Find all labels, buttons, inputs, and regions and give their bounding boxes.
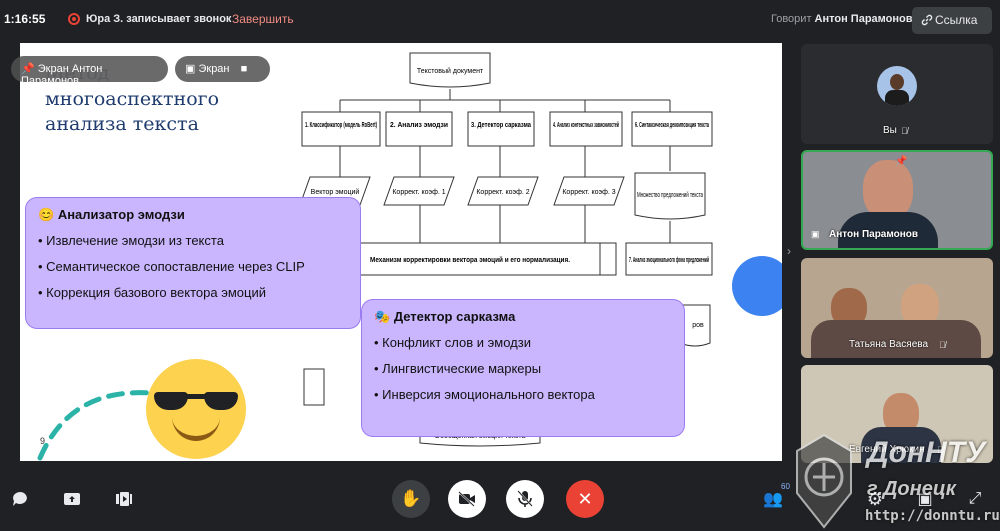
top-bar: 1:16:55 Юра З. записывает звонок Заверши… — [0, 0, 1000, 40]
pin-icon: 📌 — [895, 156, 908, 167]
chat-icon[interactable] — [7, 486, 33, 512]
diagram-box-7-label: 7. Анализ эмоционального фона предложени… — [629, 256, 709, 264]
participants-icon[interactable]: 👥 — [763, 491, 783, 508]
dashed-arc-decoration — [37, 390, 153, 461]
screen-owner-chip[interactable]: 📌 Экран Антон Парамонов — [11, 56, 168, 87]
watermark-title: ДонНТУ — [867, 436, 986, 469]
link-label: Ссылка — [935, 13, 978, 27]
decorative-circle — [732, 256, 782, 316]
sarcasm-detector-card: 🎭 Детектор сарказма Конфликт слов и эмод… — [361, 299, 685, 437]
university-emblem-icon — [796, 433, 852, 529]
screen-chip[interactable]: ▣ Экран ■ — [175, 56, 270, 82]
watermark-city: г.Донецк — [867, 478, 956, 500]
participants-count: 60 — [781, 482, 790, 491]
participant-video — [863, 160, 913, 220]
close-icon: ✕ — [577, 488, 593, 509]
slide-page-number: 9 — [40, 436, 46, 446]
screen-label: Экран — [198, 63, 230, 75]
diagram-box-4-label: 4. Анализ контекстных зависимостей — [553, 121, 619, 129]
mic-off-icon: 🎙̸ — [901, 126, 908, 136]
diagram-output-1: Вектор эмоций — [311, 188, 360, 196]
fullscreen-icon[interactable]: ⤢ — [968, 490, 982, 507]
layout-icon[interactable]: ▣ — [917, 491, 933, 508]
mic-off-icon: 🎙̸ — [939, 340, 946, 350]
active-speaker: Говорит Антон Парамонов — [771, 13, 913, 25]
list-item: Коррекция базового вектора эмоций — [38, 285, 348, 300]
copy-link-button[interactable]: Ссылка — [912, 7, 992, 34]
settings-gear-icon[interactable]: ⚙ — [866, 488, 884, 509]
mic-toggle-button[interactable] — [506, 480, 544, 518]
participant-tile-self[interactable]: Вы 🎙̸ — [801, 44, 993, 144]
emoji-analyzer-card: 😊 Анализатор эмодзи Извлечение эмодзи из… — [25, 197, 361, 329]
diagram-box-2 — [385, 111, 453, 147]
list-item: Семантическое сопоставление через CLIP — [38, 259, 348, 274]
participant-name: Антон Парамонов — [829, 229, 919, 240]
present-icon[interactable] — [111, 486, 137, 512]
camera-toggle-button[interactable] — [448, 480, 486, 518]
diagram-box-6 — [631, 111, 713, 147]
speaker-name: Антон Парамонов — [814, 13, 913, 25]
avatar — [877, 66, 917, 106]
leave-call-button[interactable]: ✕ — [566, 480, 604, 518]
raise-hand-button[interactable]: ✋ — [392, 480, 430, 518]
emoji-analyzer-title-text: Анализатор эмодзи — [57, 207, 185, 222]
participant-name: Вы — [883, 125, 897, 136]
diagram-box-1-label: 1. Классификатор (модель RoBert) — [305, 122, 377, 129]
diagram-mechanism-label: Механизм корректировки вектора эмоций и … — [370, 256, 570, 264]
link-icon — [921, 14, 933, 26]
stop-recording-button[interactable]: Завершить — [232, 12, 294, 26]
speaking-prefix: Говорит — [771, 13, 812, 25]
diagram-box-7 — [625, 242, 713, 276]
smile-emoji-icon: 😊 — [38, 207, 55, 222]
screen-owner-label: Экран Антон Парамонов — [21, 63, 103, 87]
diagram-output-2: Коррект. коэф. 1 — [392, 189, 445, 196]
mic-off-icon: 🎙̸ — [937, 445, 944, 455]
share-screen-icon[interactable] — [59, 486, 85, 512]
sunglasses-emoji-icon — [146, 359, 246, 459]
screen-share-icon: ▣ — [185, 63, 196, 75]
diagram-box-4 — [549, 111, 623, 147]
list-item: Извлечение эмодзи из текста — [38, 233, 348, 248]
diagram-output-5: Множество предложений текста — [637, 191, 703, 199]
masks-emoji-icon: 🎭 — [374, 309, 391, 324]
collapse-panel-chevron-icon[interactable]: › — [787, 244, 791, 258]
list-item: Лингвистические маркеры — [374, 361, 672, 376]
camera-off-icon — [458, 491, 475, 507]
diagram-box-3 — [467, 111, 535, 147]
camera-icon: ■ — [240, 63, 248, 75]
emoji-analyzer-list: Извлечение эмодзи из текста Семантическо… — [38, 233, 348, 300]
diagram-partial-label: ров — [692, 322, 704, 329]
hand-icon: ✋ — [400, 489, 422, 508]
donntu-watermark: ДонНТУ г.Донецк http://donntu.ru — [785, 430, 1000, 531]
sarcasm-detector-title-text: Детектор сарказма — [393, 309, 516, 324]
diagram-box-2-label: 2. Анализ эмодзи — [390, 122, 448, 129]
recording-icon — [68, 13, 80, 25]
mic-off-icon — [517, 490, 533, 507]
diagram-box-3-label: 3. Детектор сарказма — [471, 122, 531, 129]
diagram-top-doc — [409, 52, 491, 88]
diagram-output-4: Коррект. коэф. 3 — [562, 189, 615, 196]
diagram-box-6-label: 6. Синтаксическая декомпозиция текста — [635, 122, 709, 129]
sarcasm-detector-title: 🎭 Детектор сарказма — [374, 309, 672, 325]
participant-tile-tatiana[interactable]: Татьяна Васяева 🎙̸ — [801, 258, 993, 358]
slide-title-main: многоаспектного анализа текста — [45, 87, 220, 136]
participant-tile-anton[interactable]: 📌 Антон Парамонов ▣ — [801, 150, 993, 250]
shared-screen: Метод многоаспектного анализа текста — [20, 43, 782, 461]
screen-share-icon: ▣ — [811, 229, 820, 239]
pin-icon: 📌 — [21, 63, 35, 75]
list-item: Конфликт слов и эмодзи — [374, 335, 672, 350]
diagram-top-label: Текстовый документ — [417, 67, 484, 75]
emoji-analyzer-title: 😊 Анализатор эмодзи — [38, 207, 348, 223]
participant-name: Татьяна Васяева — [849, 339, 929, 350]
sarcasm-detector-list: Конфликт слов и эмодзи Лингвистические м… — [374, 335, 672, 402]
watermark-url: http://donntu.ru — [865, 508, 1000, 524]
list-item: Инверсия эмоционального вектора — [374, 387, 672, 402]
diagram-output-3: Коррект. коэф. 2 — [476, 189, 529, 196]
recording-status: Юра З. записывает звонок — [86, 13, 232, 25]
participant-name: Евгений Хрюкин — [849, 444, 925, 455]
diagram-box-1 — [301, 111, 381, 147]
call-timer: 1:16:55 — [4, 12, 46, 26]
